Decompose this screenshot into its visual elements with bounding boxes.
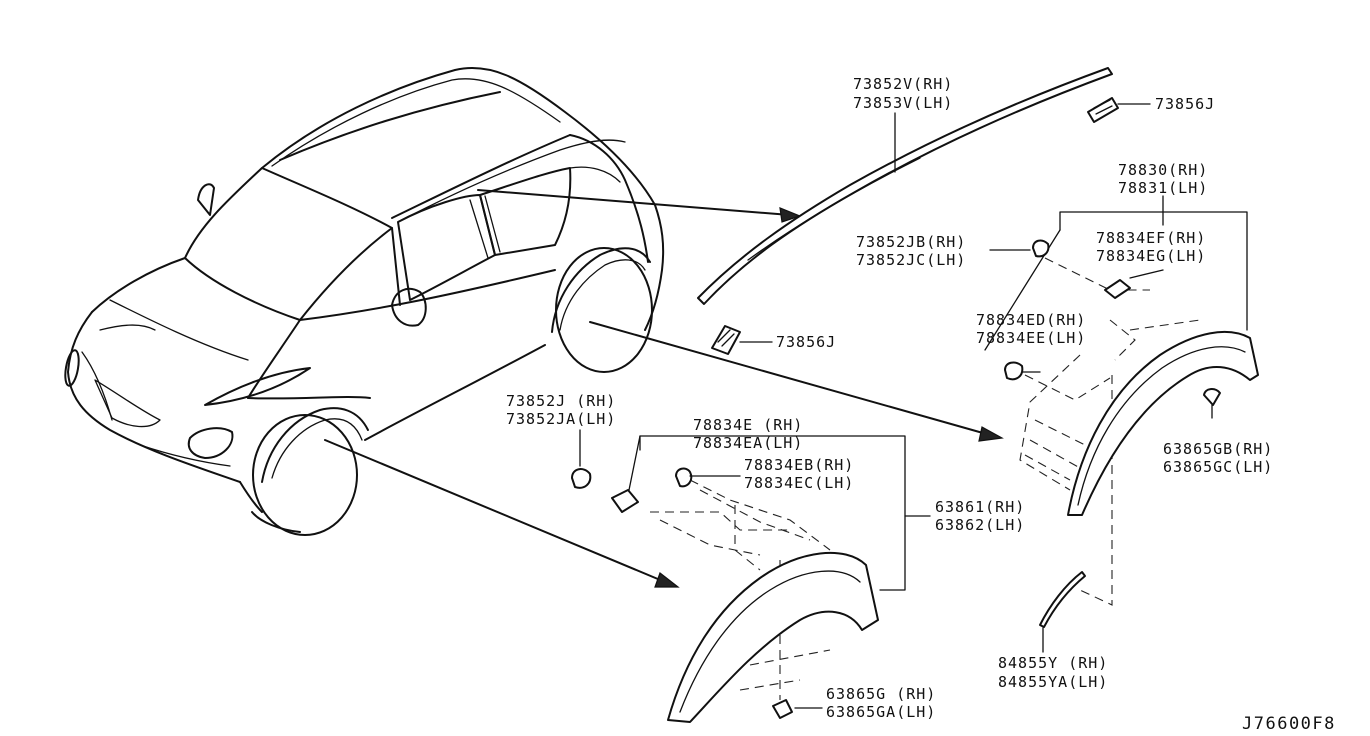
label-front-clip-c-lh: 78834EC(LH) <box>744 474 854 492</box>
label-rear-arch-rh: 78830(RH) <box>1118 161 1208 179</box>
label-front-clip-c-rh: 78834EB(RH) <box>744 456 854 474</box>
label-roof-clip-top: 73856J <box>1155 95 1215 113</box>
callout-rear-clip-b: 78834EF(RH) 78834EG(LH) <box>1096 229 1206 265</box>
roof-molding <box>697 67 1113 305</box>
arch-seal <box>1039 571 1086 628</box>
label-rear-clip-c-lh: 78834EE(LH) <box>976 329 1086 347</box>
label-rear-screw-lh: 63865GC(LH) <box>1163 458 1273 476</box>
roof-clip-top <box>1087 97 1151 123</box>
callout-rear-arch: 78830(RH) 78831(LH) <box>1118 161 1208 197</box>
label-roof-molding-rh: 73852V(RH) <box>853 75 953 93</box>
callout-front-arch: 63861(RH) 63862(LH) <box>935 498 1025 534</box>
callout-rear-screw: 63865GB(RH) 63865GC(LH) <box>1163 440 1273 476</box>
label-rear-clip-b-lh: 78834EG(LH) <box>1096 247 1206 265</box>
diagram-code: J76600F8 <box>1242 714 1336 734</box>
label-front-screw-lh: 63865GA(LH) <box>826 703 936 721</box>
rear-arch-group <box>984 195 1259 606</box>
label-front-clip-b-lh: 78834EA(LH) <box>693 434 803 452</box>
label-front-clip-b-rh: 78834E (RH) <box>693 416 803 434</box>
label-front-arch-rh: 63861(RH) <box>935 498 1025 516</box>
label-front-clip-a-lh: 73852JA(LH) <box>506 410 616 428</box>
label-rear-clip-b-rh: 78834EF(RH) <box>1096 229 1206 247</box>
callout-front-screw: 63865G (RH) 63865GA(LH) <box>794 685 936 721</box>
label-roof-clip-bottom: 73856J <box>776 333 836 351</box>
label-front-clip-a-rh: 73852J (RH) <box>506 392 616 410</box>
label-front-arch-lh: 63862(LH) <box>935 516 1025 534</box>
callout-front-clip-a: 73852J (RH) 73852JA(LH) <box>506 392 616 467</box>
label-rear-clip-a-rh: 73852JB(RH) <box>856 233 966 251</box>
callout-roof-molding: 73852V(RH) 73853V(LH) <box>853 75 953 173</box>
callout-front-clip-c: 78834EB(RH) 78834EC(LH) <box>744 456 854 492</box>
callout-rear-clip-a: 73852JB(RH) 73852JC(LH) <box>856 233 1031 269</box>
label-arch-seal-rh: 84855Y (RH) <box>998 654 1108 672</box>
leader-arrows <box>324 189 1004 588</box>
callout-roof-clip-top: 73856J <box>1155 95 1215 113</box>
label-roof-molding-lh: 73853V(LH) <box>853 94 953 112</box>
label-rear-screw-rh: 63865GB(RH) <box>1163 440 1273 458</box>
label-front-screw-rh: 63865G (RH) <box>826 685 936 703</box>
callout-arch-seal: 84855Y (RH) 84855YA(LH) <box>998 627 1108 691</box>
callout-rear-clip-c: 78834ED(RH) 78834EE(LH) <box>976 311 1086 347</box>
vehicle-illustration <box>64 66 665 536</box>
label-rear-arch-lh: 78831(LH) <box>1118 179 1208 197</box>
callout-front-clip-b: 78834E (RH) 78834EA(LH) <box>693 416 803 452</box>
label-rear-clip-a-lh: 73852JC(LH) <box>856 251 966 269</box>
label-arch-seal-lh: 84855YA(LH) <box>998 673 1108 691</box>
roof-clip-bottom <box>711 325 773 355</box>
label-rear-clip-c-rh: 78834ED(RH) <box>976 311 1086 329</box>
callout-roof-clip-bottom: 73856J <box>776 333 836 351</box>
front-arch-group <box>571 435 931 723</box>
